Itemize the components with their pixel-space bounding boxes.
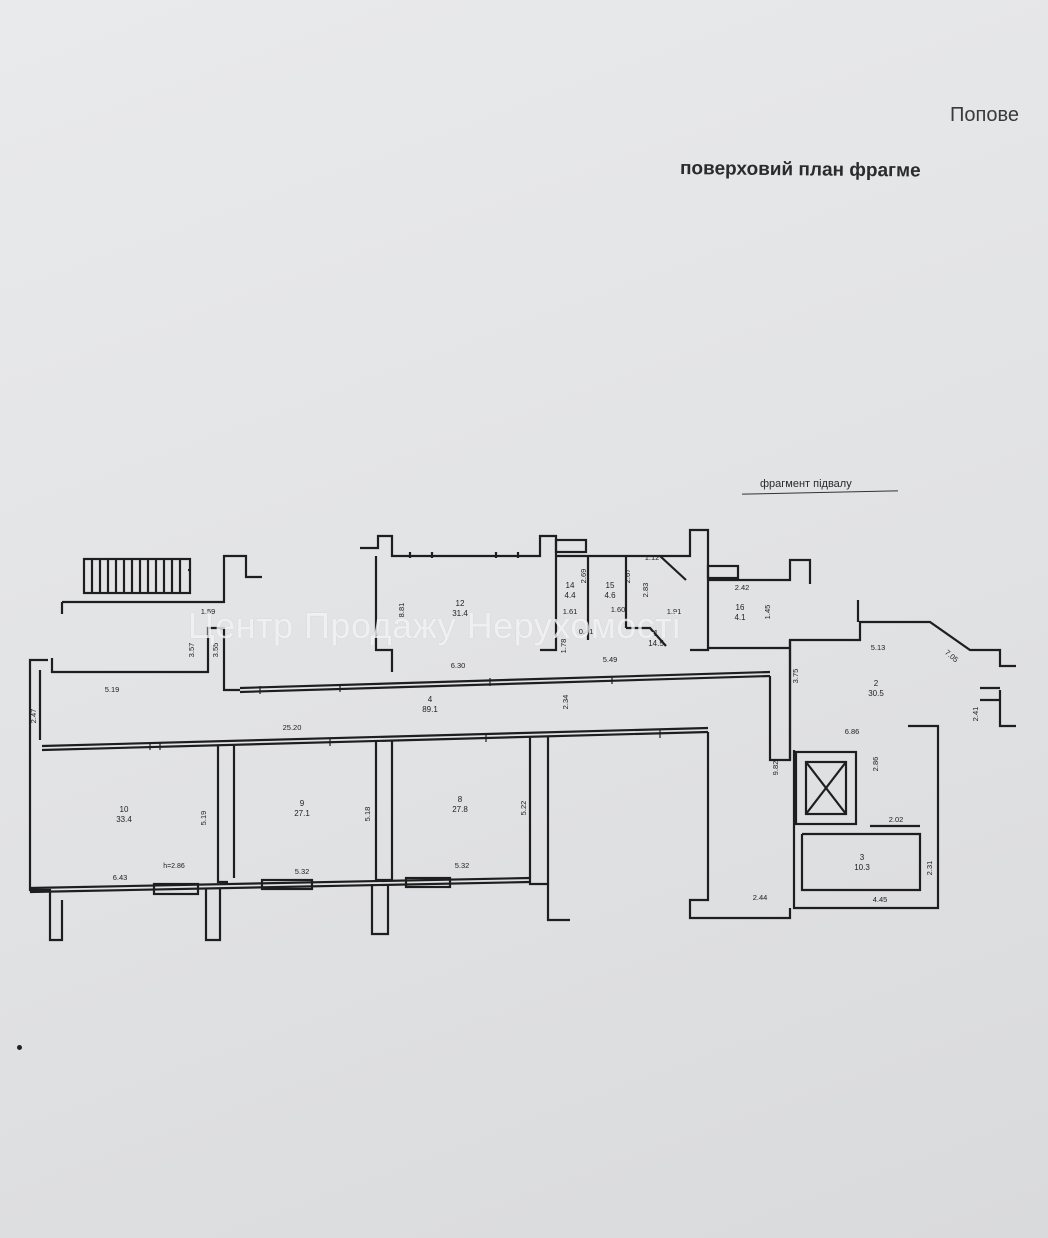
- dimension-label: 3.75: [791, 669, 800, 684]
- dimension-label: 2.34: [561, 695, 570, 710]
- room-14-area: 4.4: [564, 591, 576, 600]
- stairwell: [82, 557, 192, 595]
- dimension-label: 5.22: [519, 801, 528, 816]
- room-1-area: 14.5: [648, 639, 664, 648]
- room-9-area: 27.1: [294, 809, 310, 818]
- dimension-label: 2.41: [971, 707, 980, 722]
- dimension-label: 5.19: [105, 685, 120, 694]
- dimension-label: 2.83: [641, 583, 650, 598]
- dimension-label: 2.31: [925, 861, 934, 876]
- room-2-number: 2: [874, 679, 879, 688]
- room-14-number: 14: [566, 581, 575, 590]
- dimension-label: 6.30: [451, 661, 466, 670]
- room-3-number: 3: [860, 853, 865, 862]
- dimension-label: 5.49: [603, 655, 618, 664]
- dimension-label: 1.78: [559, 639, 568, 654]
- dimension-label: 9.82: [771, 761, 780, 776]
- dimension-label: 1.91: [667, 607, 682, 616]
- dimension-label: 3.55: [211, 643, 220, 658]
- dimension-label: 1.12: [645, 553, 660, 562]
- dimension-label: 2.44: [753, 893, 768, 902]
- dimension-label: 5.19: [199, 811, 208, 826]
- dimension-label: 2.47: [29, 709, 38, 724]
- elevator-shaft: [794, 750, 858, 826]
- room-10-number: 10: [120, 805, 129, 814]
- room-1-number: 1: [654, 629, 659, 638]
- dimension-label: 1.59: [201, 607, 216, 616]
- dimension-label: 2.02: [889, 815, 904, 824]
- dimension-label: 6.43: [113, 873, 128, 882]
- dimension-label: 4.45: [873, 895, 888, 904]
- room-15-area: 4.6: [604, 591, 616, 600]
- dimension-label: 8.81: [397, 603, 406, 618]
- room-8-number: 8: [458, 795, 463, 804]
- ceiling-height-label: h=2.86: [163, 863, 185, 870]
- room-4-area: 89.1: [422, 705, 438, 714]
- fragment-label: фрагмент підвалу: [760, 478, 852, 490]
- dimension-label: 5.32: [455, 861, 470, 870]
- room-3-area: 10.3: [854, 863, 870, 872]
- room-10-area: 33.4: [116, 815, 132, 824]
- dimension-label: 1.60: [611, 605, 626, 614]
- dimension-label: 1.45: [763, 605, 772, 620]
- room-12-number: 12: [456, 599, 465, 608]
- header-line-1: Попове: [950, 104, 1019, 126]
- dimension-label: 5.18: [363, 807, 372, 822]
- room-2-area: 30.5: [868, 689, 884, 698]
- dimension-label: 2.86: [871, 757, 880, 772]
- dimension-label: 5.13: [871, 643, 886, 652]
- room-15-number: 15: [606, 581, 615, 590]
- dimension-label: 1.61: [563, 607, 578, 616]
- dimension-label: 2.69: [579, 569, 588, 584]
- watermark: Центр Продажу Нерухомості: [188, 605, 681, 646]
- room-8-area: 27.8: [452, 805, 468, 814]
- room-16-area: 4.1: [734, 613, 746, 622]
- dimension-label: 2.67: [623, 569, 632, 584]
- dimension-label: 3.57: [187, 643, 196, 658]
- dimension-label: 7.05: [943, 648, 960, 664]
- dimension-label: 6.86: [845, 727, 860, 736]
- room-12-area: 31.4: [452, 609, 468, 618]
- dimension-label: 5.32: [295, 867, 310, 876]
- bullet-dot: [17, 1045, 22, 1050]
- dimension-label: 0.41: [579, 627, 594, 636]
- dimension-label: 2.42: [735, 583, 750, 592]
- room-4-number: 4: [428, 695, 433, 704]
- dimension-label: 25.20: [283, 723, 302, 732]
- room-16-number: 16: [736, 603, 745, 612]
- room-9-number: 9: [300, 799, 305, 808]
